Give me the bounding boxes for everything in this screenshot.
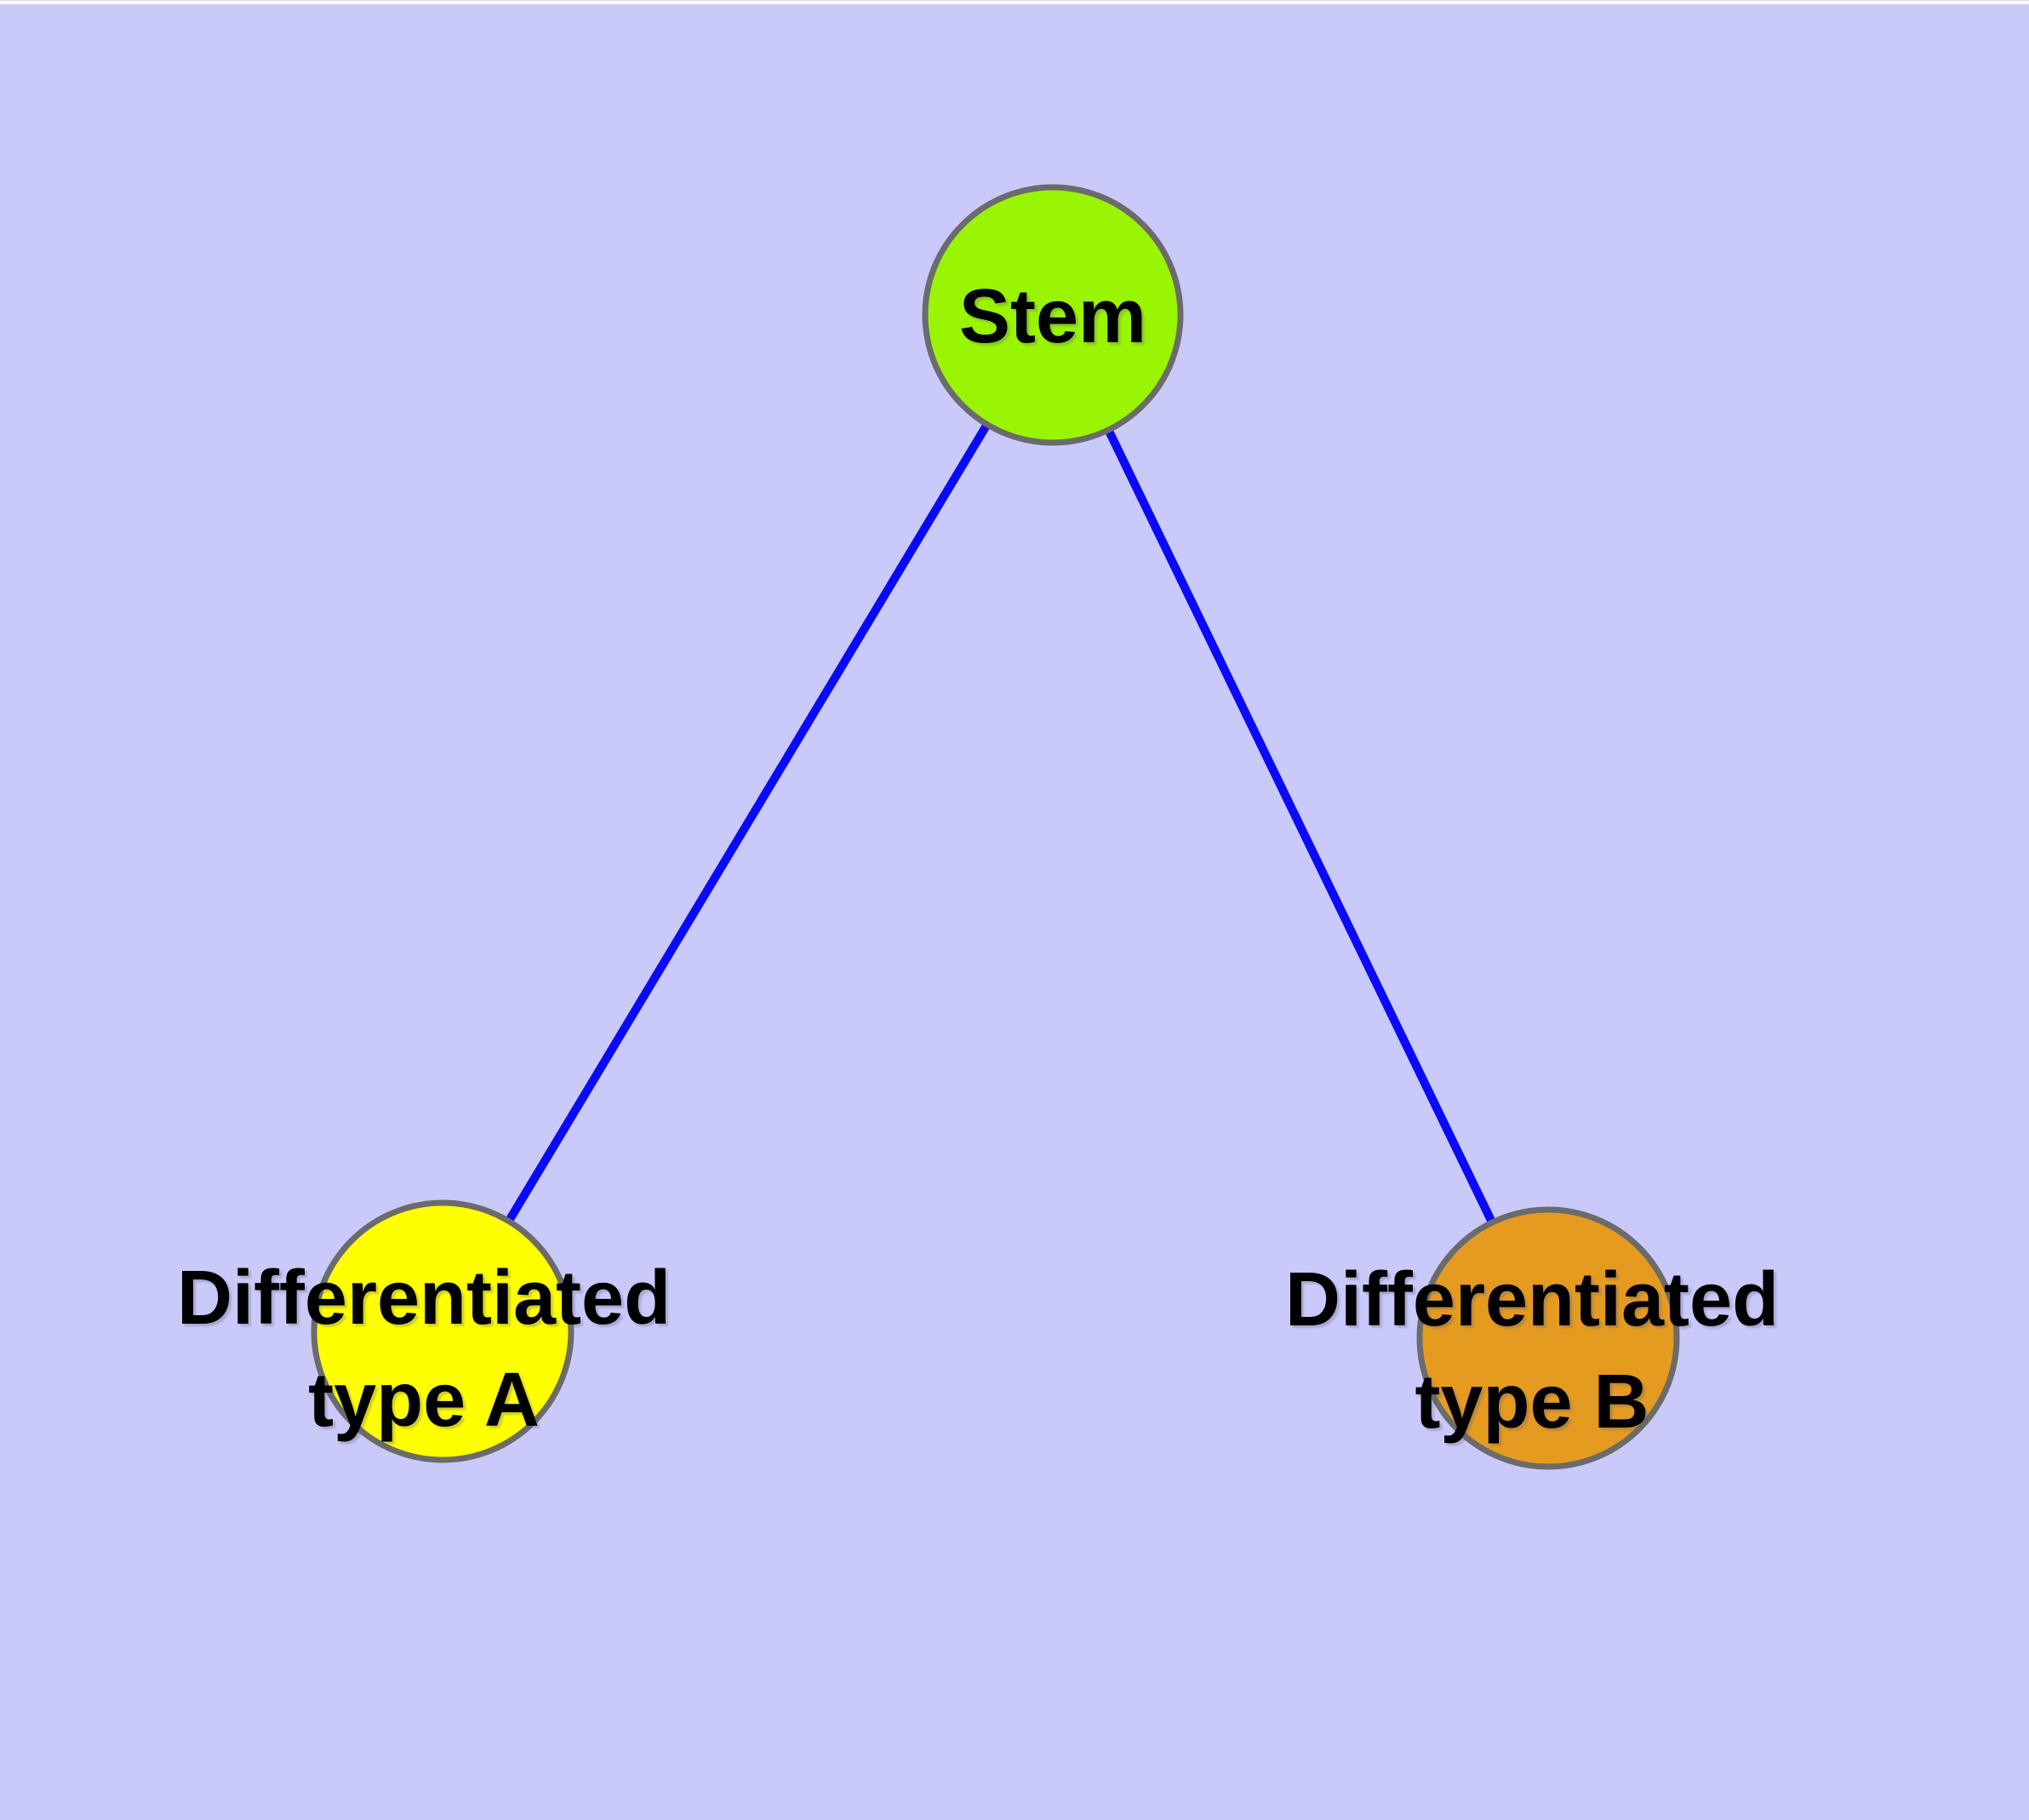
edge-stem-to-type-a (438, 312, 1057, 1334)
type-b-node-circle (1416, 1206, 1680, 1470)
type-b-label-line1: Differentiated (1284, 1257, 1780, 1342)
type-a-node-label: Differentiated type A (177, 1247, 671, 1451)
type-a-label-line2: type A (308, 1358, 540, 1443)
stem-node-circle (922, 184, 1184, 446)
type-b-node-label: Differentiated type B (1285, 1249, 1779, 1453)
type-b-label-line2: type B (1415, 1359, 1649, 1445)
stem-node-label: Stem (958, 274, 1147, 359)
type-a-node-circle (311, 1199, 574, 1463)
edge-stem-to-type-b (1049, 312, 1552, 1341)
top-border-strip (0, 0, 2029, 4)
type-a-label-line1: Differentiated (176, 1256, 672, 1341)
